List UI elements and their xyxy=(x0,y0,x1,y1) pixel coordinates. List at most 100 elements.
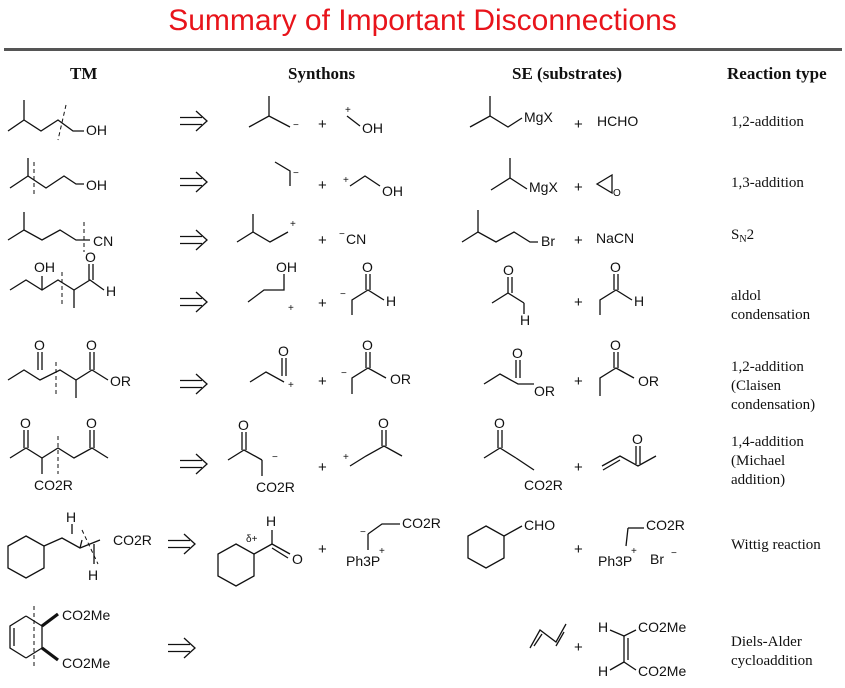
row-4-substrates: O H + O H xyxy=(491,259,644,328)
svg-text:H: H xyxy=(598,619,608,635)
svg-text:CN: CN xyxy=(93,233,113,249)
retro-arrow-6 xyxy=(179,453,208,475)
retro-arrow-7 xyxy=(167,533,196,555)
svg-text:+: + xyxy=(318,459,327,476)
svg-text:CO2R: CO2R xyxy=(256,479,295,495)
svg-text:+: + xyxy=(631,546,637,557)
svg-text:O: O xyxy=(362,259,373,275)
svg-text:H: H xyxy=(634,293,644,309)
header-synthons: Synthons xyxy=(288,64,356,83)
reaction-type-row-8: Diels-Alder cycloaddition xyxy=(731,634,813,669)
svg-text:O: O xyxy=(632,431,643,447)
svg-text:CO2R: CO2R xyxy=(34,477,73,493)
row-5-substrates: O OR + O OR xyxy=(483,337,659,399)
svg-text:O: O xyxy=(238,417,249,433)
svg-text:H: H xyxy=(598,663,608,679)
row-5-target: O O OR xyxy=(7,337,131,398)
svg-text:+: + xyxy=(574,232,583,249)
row-7-target: H H CO2R xyxy=(7,509,152,583)
svg-text:+: + xyxy=(318,373,327,390)
svg-text:CO2R: CO2R xyxy=(646,517,685,533)
reaction-type-row-6: 1,4-addition (Michael addition) xyxy=(731,434,804,488)
svg-text:+: + xyxy=(318,116,327,133)
row-2-synthons: − + + OH xyxy=(274,161,403,199)
svg-text:HCHO: HCHO xyxy=(597,113,638,129)
svg-text:H: H xyxy=(106,283,116,299)
svg-text:H: H xyxy=(266,513,276,529)
svg-text:CO2Me: CO2Me xyxy=(638,663,686,679)
row-4-target: OH O H xyxy=(9,249,116,308)
svg-text:OH: OH xyxy=(34,259,55,275)
svg-text:MgX: MgX xyxy=(529,179,558,195)
svg-text:Ph3P: Ph3P xyxy=(346,553,380,569)
svg-text:CN: CN xyxy=(346,231,366,247)
svg-text:+: + xyxy=(343,175,349,186)
reaction-type-row-4: aldol condensation xyxy=(731,288,811,323)
svg-text:OR: OR xyxy=(534,383,555,399)
svg-text:O: O xyxy=(494,415,505,431)
page-title: Summary of Important Disconnections xyxy=(168,4,677,37)
svg-text:H: H xyxy=(88,567,98,583)
svg-text:O: O xyxy=(20,415,31,431)
svg-text:+: + xyxy=(345,105,351,116)
svg-text:O: O xyxy=(512,345,523,361)
row-7-substrates: CHO + CO2R Ph3P + Br − xyxy=(467,517,685,569)
svg-text:CO2R: CO2R xyxy=(402,515,441,531)
retro-arrow-1 xyxy=(179,110,208,132)
svg-text:+: + xyxy=(574,639,583,656)
svg-text:−: − xyxy=(339,229,345,240)
svg-text:−: − xyxy=(671,548,677,559)
svg-text:H: H xyxy=(386,293,396,309)
svg-text:O: O xyxy=(34,337,45,353)
svg-text:O: O xyxy=(278,343,289,359)
svg-text:+: + xyxy=(318,541,327,558)
retro-arrow-3 xyxy=(179,229,208,251)
svg-text:O: O xyxy=(85,249,96,265)
svg-text:OH: OH xyxy=(382,183,403,199)
header-reaction-type: Reaction type xyxy=(727,64,827,83)
svg-text:CO2R: CO2R xyxy=(113,532,152,548)
reaction-type-row-5: 1,2-addition (Claisen condensation) xyxy=(731,359,816,413)
retro-arrow-4 xyxy=(179,291,208,313)
svg-text:+: + xyxy=(288,380,294,391)
svg-text:CHO: CHO xyxy=(524,517,555,533)
svg-text:+: + xyxy=(343,452,349,463)
svg-text:O: O xyxy=(86,415,97,431)
row-1-substrates: MgX + HCHO xyxy=(469,96,638,133)
svg-text:O: O xyxy=(610,259,621,275)
svg-text:OR: OR xyxy=(110,373,131,389)
row-6-target: O CO2R O xyxy=(9,415,109,493)
svg-text:+: + xyxy=(574,294,583,311)
row-8-target: CO2Me CO2Me xyxy=(9,606,110,671)
svg-text:+: + xyxy=(574,179,583,196)
svg-text:+: + xyxy=(379,546,385,557)
row-6-synthons: O − CO2R + + O xyxy=(227,415,403,495)
svg-text:CO2Me: CO2Me xyxy=(638,619,686,635)
row-5-synthons: O + + − O OR xyxy=(249,337,411,394)
row-6-substrates: O CO2R + O xyxy=(483,415,657,493)
reaction-type-row-7: Wittig reaction xyxy=(731,537,821,553)
svg-text:+: + xyxy=(288,303,294,314)
svg-text:CO2R: CO2R xyxy=(524,477,563,493)
svg-text:+: + xyxy=(318,232,327,249)
retro-arrow-5 xyxy=(179,373,208,395)
row-1-synthons: − + + OH xyxy=(248,96,383,136)
svg-text:−: − xyxy=(293,168,299,179)
svg-text:MgX: MgX xyxy=(524,109,553,125)
row-3-synthons: + + − CN xyxy=(236,214,366,249)
svg-text:+: + xyxy=(290,219,296,230)
header-tm: TM xyxy=(70,64,98,83)
row-4-synthons: OH + + − O H xyxy=(247,259,396,315)
row-7-synthons: H δ+ O + − CO2R Ph3P + xyxy=(217,513,441,587)
svg-text:H: H xyxy=(520,312,530,328)
svg-text:OR: OR xyxy=(390,371,411,387)
reaction-type-row-2: 1,3-addition xyxy=(731,175,804,191)
svg-text:−: − xyxy=(293,120,299,131)
retro-arrow-2 xyxy=(179,171,208,193)
svg-text:OH: OH xyxy=(86,177,107,193)
header-rule xyxy=(4,48,842,51)
svg-text:−: − xyxy=(341,368,347,379)
row-3-target: CN xyxy=(7,212,113,252)
svg-text:OH: OH xyxy=(86,122,107,138)
svg-text:+: + xyxy=(318,295,327,312)
